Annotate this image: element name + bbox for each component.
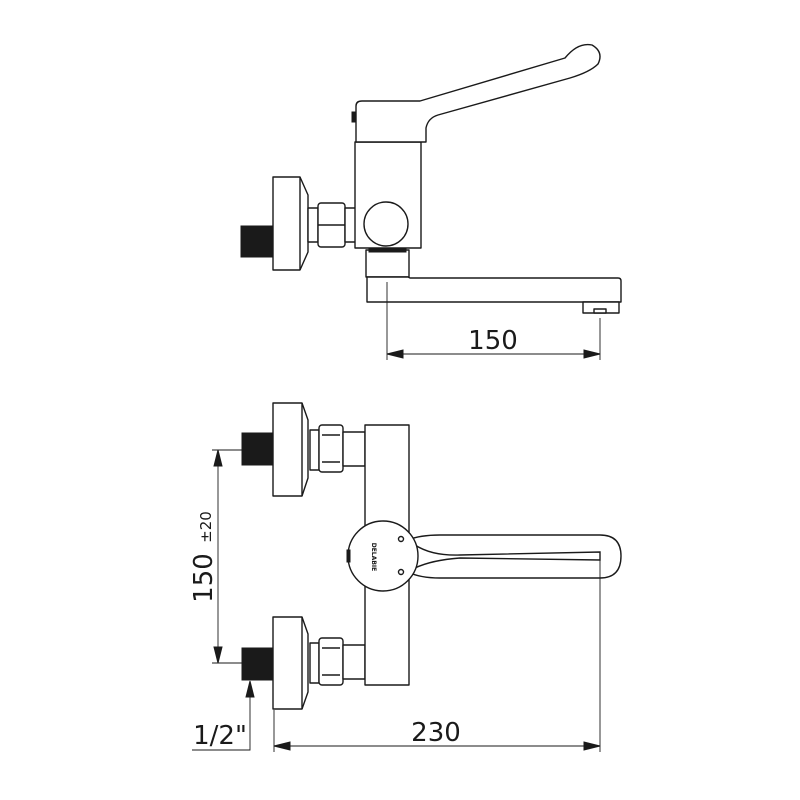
thread-leader-line — [192, 681, 251, 751]
front-view: DELABIE 150 ±20 1/2" 230 — [189, 402, 622, 752]
front-nut-upper — [318, 424, 344, 473]
dim-label-tolerance: ±20 — [197, 511, 215, 543]
side-view: 150 — [240, 43, 622, 360]
dim-arrow — [386, 349, 404, 359]
dim-arrow — [213, 646, 223, 664]
front-flange-lower — [272, 616, 309, 710]
front-lever — [407, 534, 622, 579]
front-lever-button — [346, 549, 351, 563]
front-knob — [347, 520, 419, 592]
side-knob — [363, 201, 409, 247]
side-thread — [240, 225, 274, 258]
side-wall-flange — [272, 176, 309, 271]
front-thread-lower — [241, 647, 274, 681]
front-flange-upper — [272, 402, 309, 497]
brand-logo: DELABIE — [370, 543, 377, 571]
side-lever-button — [351, 111, 357, 123]
side-spout — [366, 276, 622, 303]
dim-label-inlet-spacing: 150 — [189, 553, 219, 603]
dim-arrow — [213, 449, 223, 467]
side-lever-handle — [355, 43, 601, 143]
front-nut-lower — [318, 637, 344, 686]
dim-arrow — [245, 680, 255, 698]
front-thread-upper — [241, 432, 274, 466]
dim-label-total-width: 230 — [411, 718, 461, 748]
side-spout-collar — [365, 249, 410, 278]
dim-arrow — [583, 349, 601, 359]
dim-label-spout: 150 — [468, 326, 518, 356]
dim-arrow — [583, 741, 601, 751]
side-connector — [307, 207, 319, 243]
dim-label-thread: 1/2" — [193, 721, 247, 751]
dim-arrow — [273, 741, 291, 751]
